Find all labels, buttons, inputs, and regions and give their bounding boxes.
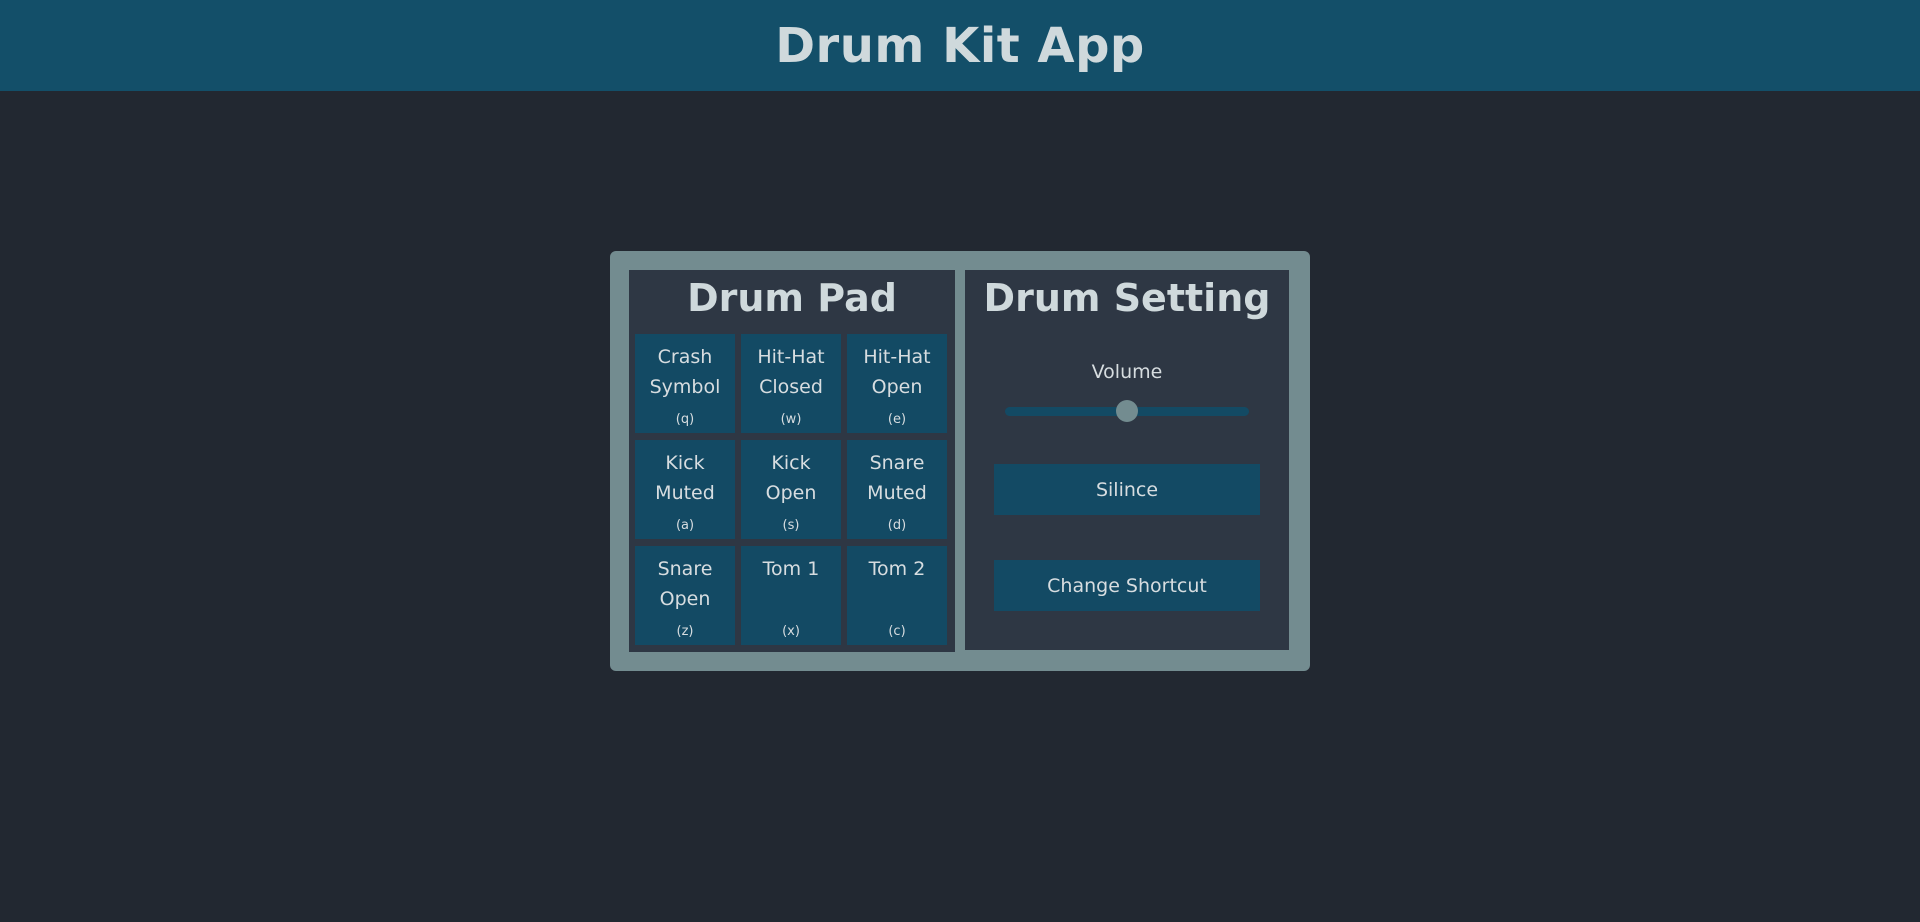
drum-setting-title: Drum Setting — [983, 276, 1271, 320]
pad-hit-hat-closed[interactable]: Hit-Hat Closed (w) — [741, 334, 841, 433]
pad-label: Hit-Hat Open — [863, 346, 931, 398]
app-title: Drum Kit App — [775, 17, 1145, 74]
drum-pad-title: Drum Pad — [687, 276, 897, 320]
volume-label: Volume — [1091, 361, 1163, 383]
change-shortcut-button[interactable]: Change Shortcut — [994, 560, 1260, 611]
pad-label: Crash Symbol — [649, 346, 721, 398]
pad-label: Hit-Hat Closed — [757, 346, 825, 398]
pad-crash-symbol[interactable]: Crash Symbol (q) — [635, 334, 735, 433]
pad-kick-open[interactable]: Kick Open (s) — [741, 440, 841, 539]
pad-label: Kick Muted — [655, 452, 715, 504]
pad-shortcut: (z) — [676, 624, 694, 639]
pad-shortcut: (d) — [887, 518, 907, 533]
pad-snare-open[interactable]: Snare Open (z) — [635, 546, 735, 645]
pad-label: Tom 1 — [762, 558, 820, 580]
pad-kick-muted[interactable]: Kick Muted (a) — [635, 440, 735, 539]
pad-shortcut: (a) — [675, 518, 695, 533]
pad-snare-muted[interactable]: Snare Muted (d) — [847, 440, 947, 539]
pad-label: Snare Open — [657, 558, 713, 610]
drum-setting-panel: Drum Setting Volume Silince Change Short… — [965, 270, 1289, 650]
pad-tom-1[interactable]: Tom 1 (x) — [741, 546, 841, 645]
pad-shortcut: (e) — [887, 412, 907, 427]
pad-shortcut: (s) — [782, 518, 800, 533]
drum-kit-container: Drum Pad Crash Symbol (q) Hit-Hat Closed… — [610, 251, 1310, 671]
pad-label: Kick Open — [765, 452, 817, 504]
pad-hit-hat-open[interactable]: Hit-Hat Open (e) — [847, 334, 947, 433]
pad-label: Snare Muted — [867, 452, 927, 504]
drum-pad-panel: Drum Pad Crash Symbol (q) Hit-Hat Closed… — [629, 270, 955, 652]
app-header: Drum Kit App — [0, 0, 1920, 91]
pad-shortcut: (x) — [782, 624, 800, 639]
silence-button[interactable]: Silince — [994, 464, 1260, 515]
pad-label: Tom 2 — [868, 558, 926, 580]
pad-shortcut: (w) — [780, 412, 802, 427]
pad-tom-2[interactable]: Tom 2 (c) — [847, 546, 947, 645]
pad-shortcut: (c) — [888, 624, 906, 639]
pad-shortcut: (q) — [675, 412, 695, 427]
volume-slider-thumb[interactable] — [1116, 400, 1138, 422]
drum-pad-grid: Crash Symbol (q) Hit-Hat Closed (w) Hit-… — [635, 334, 951, 645]
